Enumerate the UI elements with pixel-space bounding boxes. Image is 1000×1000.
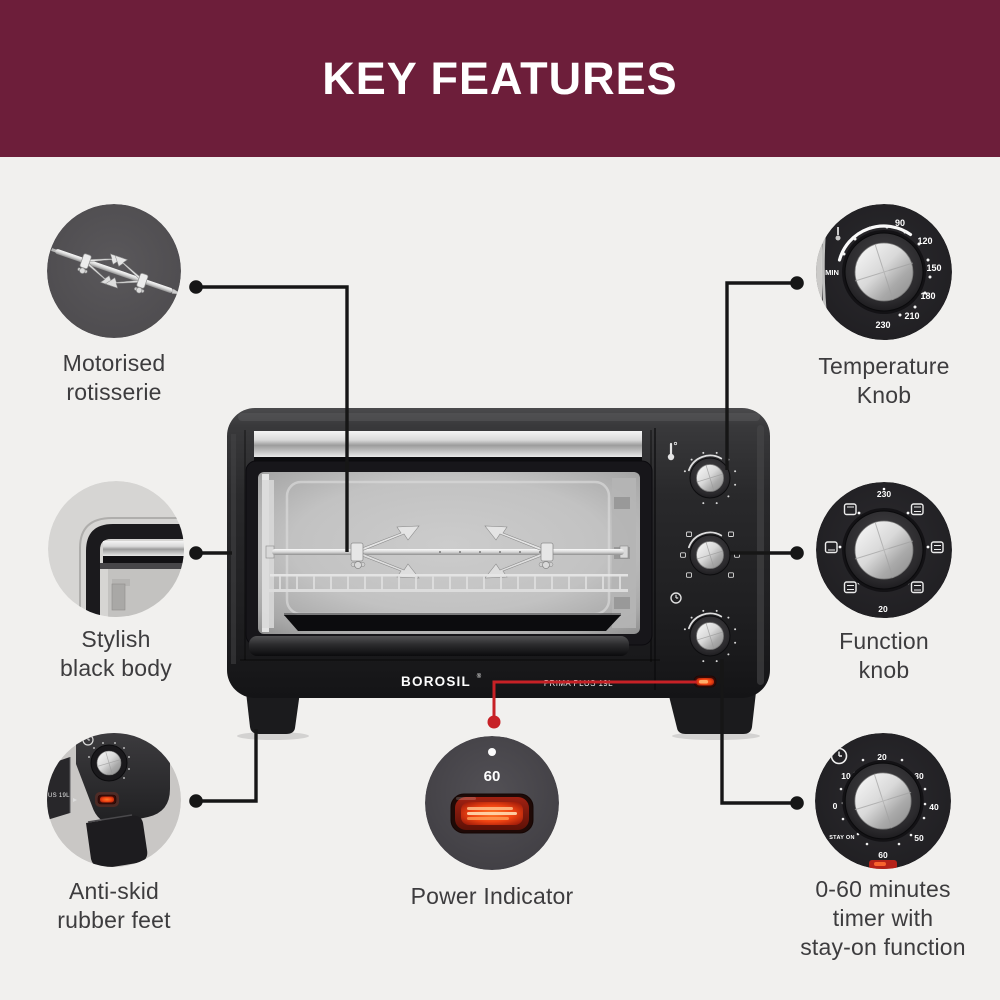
callout-circle-temperature: 90 120 150 180 210 230 MIN [816,204,952,340]
model-fragment-text: US 19L [48,793,70,799]
connector-anti-skid [196,729,258,803]
panel-seam [240,659,660,661]
caption-stylish-black-body: Stylish black body [60,626,172,681]
temp-label-90: 90 [895,218,905,228]
header-band: KEY FEATURES [0,0,1000,157]
knob-highlight-arc [837,224,913,262]
function-mode-icons [824,503,944,594]
caption-motorised-rotisserie: Motorised rotisserie [62,350,166,405]
connector-power-red [492,680,697,716]
oven-left-edge [231,434,236,664]
timer-label-30: 30 [914,771,924,781]
mode-icon-bottom-heat [824,541,838,554]
mode-icon-rotisserie-mode [910,581,924,594]
callout-circle-timer: 20 10 30 0 40 50 60 STAY ON [815,733,951,869]
oven-foot-left [246,692,300,734]
timer-label-stay-on: STAY ON [829,835,855,841]
function-knob [680,531,740,578]
crumb-tray [284,613,621,631]
temp-label-180: 180 [920,291,935,301]
caption-anti-skid-feet: Anti-skid rubber feet [57,878,171,933]
connector-dot-red [487,715,501,729]
brand-logo: BOROSIL [401,674,471,689]
temperature-ticks [842,225,932,317]
mode-icon-top-heat [843,503,857,516]
oven: BOROSIL ® PRIMA PLUS 19L [227,408,770,740]
connector-dot [790,276,804,290]
temp-label-min: MIN [825,268,839,277]
oven-right-edge [757,425,764,685]
thermometer-icon-closeup [835,227,841,241]
wire-rack [266,574,628,592]
connector-lines [189,276,804,810]
body-chrome-strip [103,541,184,556]
connector-rotisserie [196,285,349,552]
temperature-scale-labels: 90 120 150 180 210 230 MIN [825,218,941,330]
caption-temperature-knob: Temperature Knob [818,353,950,408]
door-chrome-strip [254,431,642,457]
body-corner-frame [86,524,184,617]
door-seam-left [244,430,246,660]
caption-power-indicator: Power Indicator [410,883,574,909]
panel-divider [654,428,656,690]
power-scale-value: 60 [484,768,501,785]
connector-dot [189,546,203,560]
connector-timer [720,659,797,805]
door-handle [249,636,629,656]
function-top-value: 230 [877,489,891,499]
timer-label-0: 0 [833,801,838,811]
mode-icon-both-heat [910,503,924,516]
mode-icon-grill [843,581,857,594]
door-chrome-shadow [254,457,642,462]
oven-interior [262,474,636,632]
caption-function-knob: Function knob [839,628,929,683]
rail-bracket [614,597,630,609]
connector-dot [790,796,804,810]
temp-label-230: 230 [875,320,890,330]
timer-knob [683,609,737,663]
temp-label-150: 150 [926,263,941,273]
rail-bracket [614,497,630,509]
temp-label-120: 120 [917,236,932,246]
rotisserie-spit [265,525,629,579]
connector-temperature [725,281,797,470]
callout-circle-anti-skid: US 19L [47,733,181,867]
timer-label-60: 60 [878,850,888,860]
rubber-foot [86,815,148,867]
connector-dot [790,546,804,560]
door-edge-fragment [47,757,70,820]
callout-circle-function: 230 20 [816,482,952,618]
callout-circle-black-body [48,481,184,617]
function-icon-marks [828,506,941,591]
timer-scale-labels: 20 10 30 0 40 50 60 STAY ON [829,752,939,860]
clock-icon [670,592,682,604]
oven-door [244,430,653,662]
thermometer-icon [667,441,678,461]
power-led-large [450,793,534,834]
timer-knob-closeup [88,742,130,782]
spit-rod [272,549,624,555]
temp-label-210: 210 [904,311,919,321]
timer-label-10: 10 [841,771,851,781]
brand-mark: ® [477,673,482,680]
oven-foot-right [668,692,756,734]
scale-dot [488,748,496,756]
page-title: KEY FEATURES [322,52,678,104]
power-led [693,675,717,688]
connector-dot [189,794,203,808]
mode-icon-convection [930,541,944,554]
control-panel [654,428,740,690]
callout-circle-power: 60 [425,736,559,870]
connector-dot [189,280,203,294]
callout-circle-rotisserie [47,204,181,338]
timer-label-40: 40 [929,802,939,812]
timer-label-20: 20 [877,752,887,762]
timer-label-50: 50 [914,833,924,843]
function-bottom-value: 20 [878,604,888,614]
caption-timer-stay-on: 0-60 minutes timer with stay-on function [800,876,966,960]
oven-top-highlight [238,413,760,421]
